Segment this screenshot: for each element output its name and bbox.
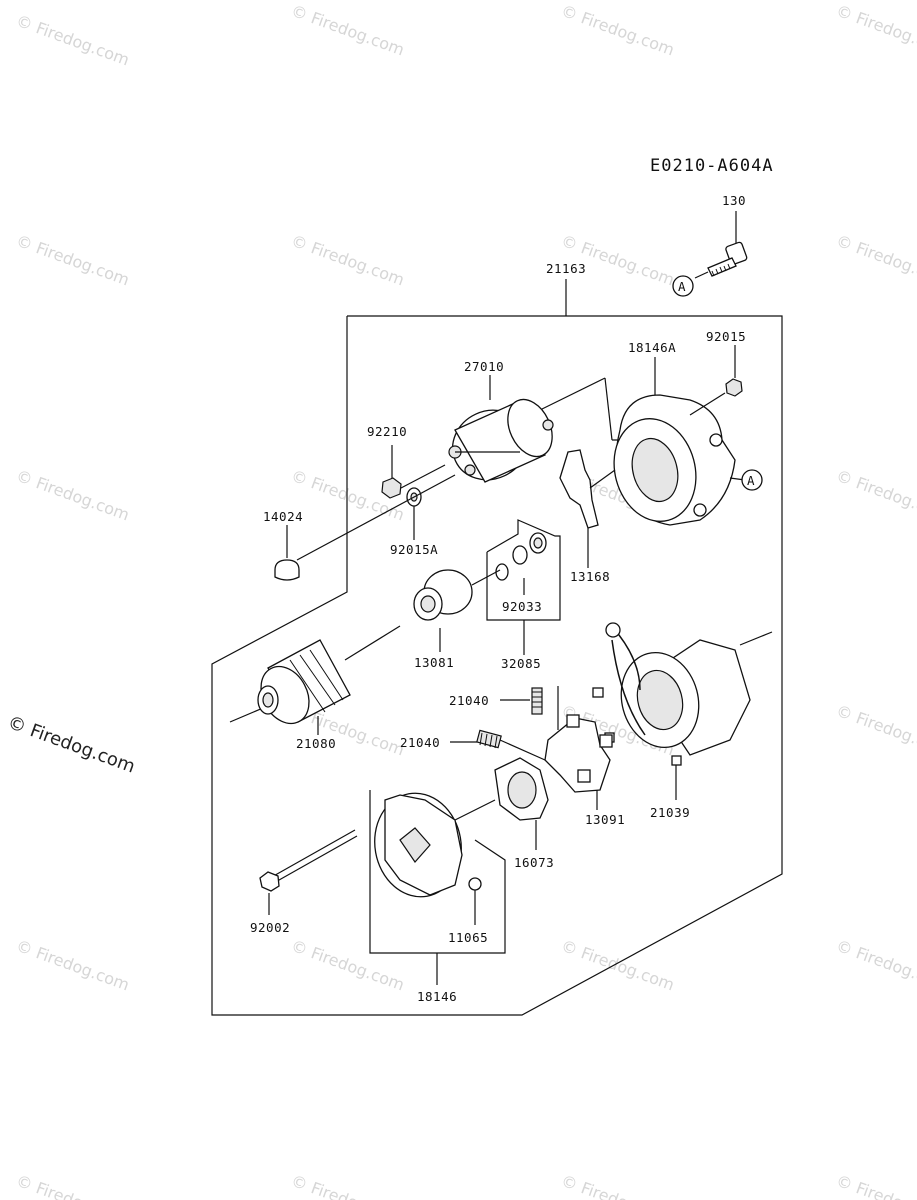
- bolt-130: [694, 211, 748, 279]
- brush-holder-13091: [544, 686, 613, 810]
- part-label-21080: 21080: [296, 736, 336, 751]
- watermark: © Firedog.com: [834, 701, 917, 760]
- through-bolt-92002: [259, 829, 358, 915]
- part-label-18146: 18146: [417, 989, 457, 1004]
- part-label-92002: 92002: [250, 920, 290, 935]
- armature-21080: [229, 625, 401, 735]
- watermark: © Firedog.com: [14, 936, 132, 995]
- spring-21040-upper: [500, 687, 543, 715]
- watermark: © Firedog.com: [834, 936, 917, 995]
- part-label-92015: 92015: [706, 329, 746, 344]
- part-label-92033: 92033: [502, 599, 542, 614]
- solenoid-27010: [448, 375, 640, 483]
- watermark: © Firedog.com: [14, 1171, 132, 1200]
- part-label-130: 130: [722, 193, 746, 208]
- part-label-27010: 27010: [464, 359, 504, 374]
- lever-13168: [559, 449, 616, 568]
- plate-16073: [454, 757, 549, 850]
- part-label-92015A: 92015A: [390, 542, 438, 557]
- watermark: © Firedog.com: [834, 466, 917, 525]
- part-label-21163: 21163: [546, 261, 586, 276]
- watermark: © Firedog.com: [559, 1, 677, 60]
- nut-92210: [381, 445, 446, 499]
- watermark: © Firedog.com: [559, 1171, 677, 1200]
- washer-92015A: [406, 487, 422, 540]
- nut-92015: [725, 345, 743, 397]
- part-label-21040-lower: 21040: [400, 735, 440, 750]
- cap-14024: [274, 474, 456, 581]
- svg-text:A: A: [747, 473, 755, 488]
- watermark: © Firedog.com: [289, 1, 407, 60]
- watermark: © Firedog.com: [289, 1171, 407, 1200]
- part-label-92210: 92210: [367, 424, 407, 439]
- part-label-18146A: 18146A: [628, 340, 676, 355]
- watermark: © Firedog.com: [834, 1, 917, 60]
- watermark: © Firedog.com: [834, 1171, 917, 1200]
- part-label-13168: 13168: [570, 569, 610, 584]
- part-label-11065: 11065: [448, 930, 488, 945]
- yoke-21039: [592, 622, 773, 800]
- assembly-frame: [211, 279, 783, 1016]
- part-label-13091: 13091: [585, 812, 625, 827]
- svg-text:A: A: [678, 279, 686, 294]
- watermark: © Firedog.com: [14, 231, 132, 290]
- spring-21040-lower: [450, 729, 546, 761]
- part-label-13081: 13081: [414, 655, 454, 670]
- ref-marker-a-right: A: [741, 469, 763, 491]
- watermark: © Firedog.com: [289, 231, 407, 290]
- part-label-32085: 32085: [501, 656, 541, 671]
- part-label-21040-upper: 21040: [449, 693, 489, 708]
- watermark: © Firedog.com: [14, 11, 132, 70]
- watermark: © Firedog.com: [14, 466, 132, 525]
- bracket-32085: [486, 519, 561, 655]
- diagram-code: E0210-A604A: [650, 156, 774, 176]
- ref-marker-a-top: A: [672, 275, 694, 297]
- part-label-14024: 14024: [263, 509, 303, 524]
- part-label-16073: 16073: [514, 855, 554, 870]
- part-labels: 130 21163 18146A 92015 27010 92210 14024…: [250, 193, 746, 1004]
- end-cover-18146: [369, 790, 506, 985]
- watermark: © Firedog.com: [834, 231, 917, 290]
- watermark: © Firedog.com: [289, 936, 407, 995]
- housing-18146A: [613, 357, 746, 526]
- part-label-21039: 21039: [650, 805, 690, 820]
- clutch-13081: [413, 569, 501, 652]
